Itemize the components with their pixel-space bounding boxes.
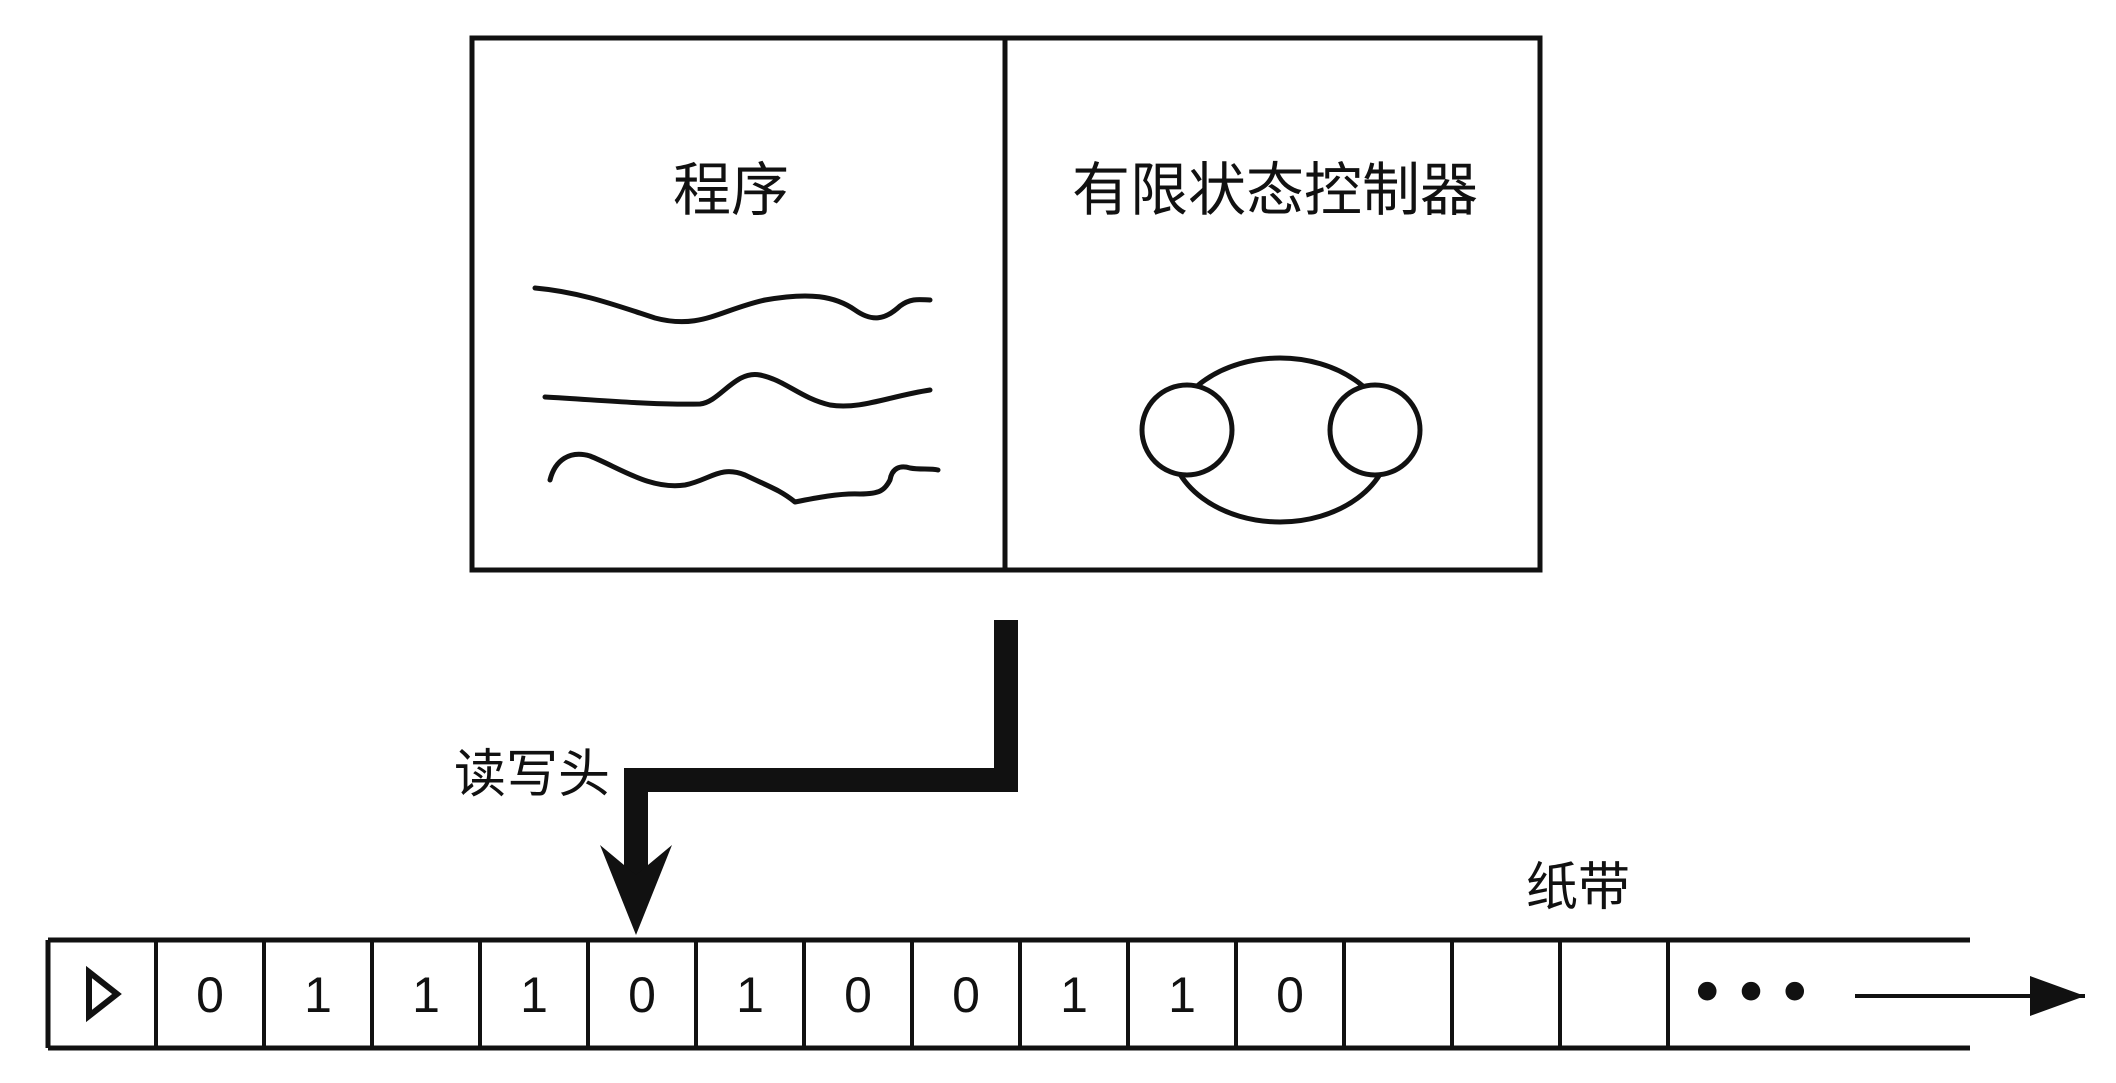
controller-label: 有限状态控制器 [1072,156,1478,224]
tape-start-marker-icon [86,965,122,1023]
tape-cell-value: 1 [304,967,332,1023]
tape-cells: 0 1 1 1 0 1 0 0 1 1 0 [86,940,1670,1048]
tape-cell-value: 0 [952,967,980,1023]
tape-cell [86,940,158,1048]
tape-label: 纸带 [1526,858,1630,918]
state-machine-icon [1139,355,1423,525]
tape-cell-value: 1 [412,967,440,1023]
tape-cell-value: 0 [196,967,224,1023]
tape-cell-value: 1 [1168,967,1196,1023]
head-connector-line [624,620,1018,875]
tape-cell-value: 0 [844,967,872,1023]
tape: 0 1 1 1 0 1 0 0 1 1 0 ••• [45,937,2085,1051]
tape-continuation-dots: ••• [1688,957,1819,1031]
tape-cell-value: 0 [1276,967,1304,1023]
tape-cell: 1 [304,940,374,1048]
tape-cell: 1 [1168,940,1238,1048]
head-arrow-icon [600,845,672,935]
tape-cell-value: 0 [628,967,656,1023]
program-label: 程序 [673,156,789,224]
tape-cell-value: 1 [520,967,548,1023]
tape-cell: 0 [844,940,914,1048]
tape-cell-value: 1 [1060,967,1088,1023]
program-scribble-icon [532,285,941,505]
head-label: 读写头 [454,745,610,805]
tape-cell: 1 [412,940,482,1048]
tape-cell: 0 [952,940,1022,1048]
tape-cell: 0 [628,940,698,1048]
program-panel: 程序 [532,156,941,505]
tape-arrowhead-icon [2030,976,2085,1016]
tape-cell: 1 [736,940,806,1048]
head-connector [600,620,1018,935]
tape-cell-value: 1 [736,967,764,1023]
tape-cell: 1 [1060,940,1130,1048]
tape-cell: 0 [1276,940,1346,1048]
tape-cell: 1 [520,940,590,1048]
tape-cell: 0 [196,940,266,1048]
machine-box [469,35,1543,573]
controller-panel: 有限状态控制器 [1072,156,1478,525]
